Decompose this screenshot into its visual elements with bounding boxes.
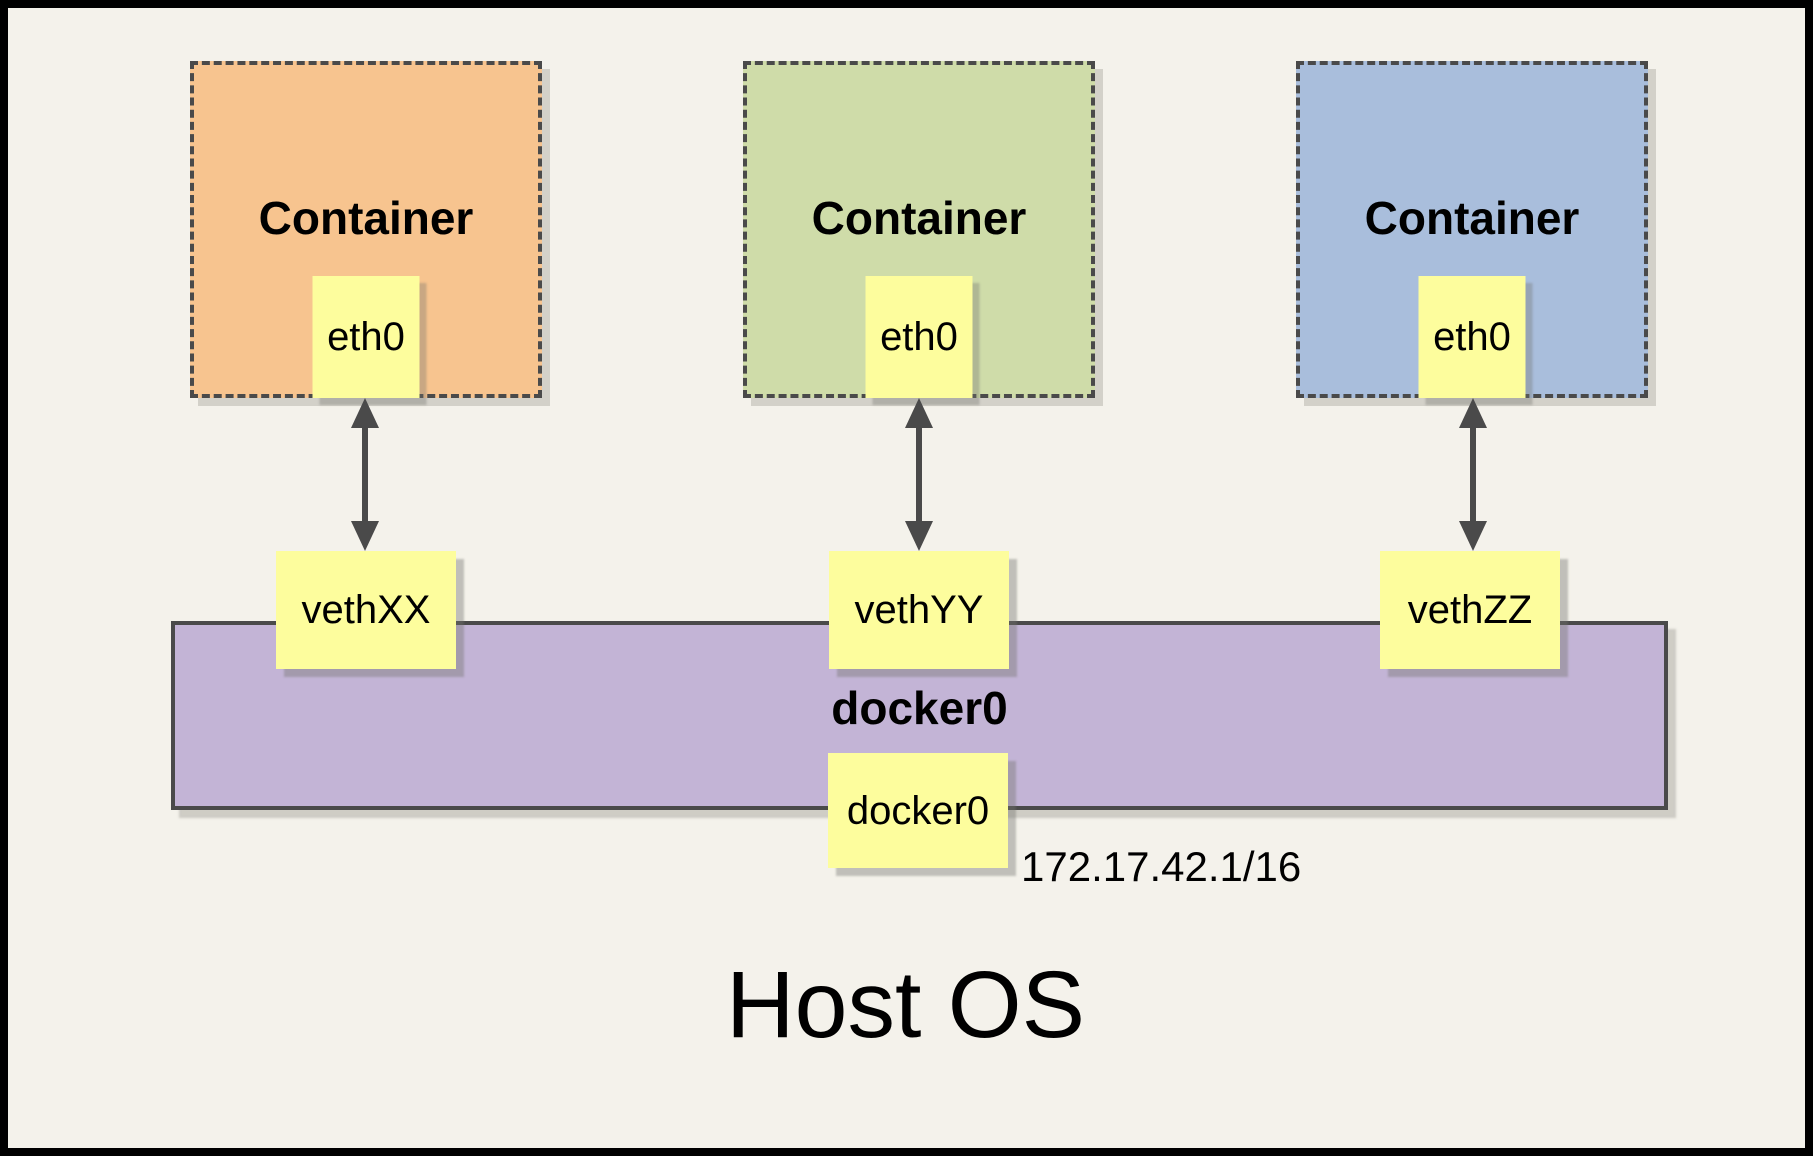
- container-box-3: Container eth0: [1296, 61, 1648, 398]
- container-box-1: Container eth0: [190, 61, 542, 398]
- container-1-eth0-label: eth0: [327, 315, 405, 359]
- docker0-interface-label: docker0: [846, 788, 990, 833]
- eth0-vethxx-arrow-icon: [351, 398, 379, 551]
- container-1-label: Container: [258, 192, 474, 244]
- vethzz-box: vethZZ: [1380, 551, 1560, 669]
- vethxx-label: vethXX: [301, 588, 431, 632]
- eth0-vethyy-arrow-icon: [905, 398, 933, 551]
- vethyy-box: vethYY: [829, 551, 1009, 669]
- vethzz-label: vethZZ: [1407, 588, 1533, 632]
- vethxx-box: vethXX: [276, 551, 456, 669]
- container-2-label: Container: [811, 192, 1027, 244]
- docker0-interface-box: docker0: [828, 753, 1008, 868]
- container-3-eth0-box: eth0: [1418, 276, 1526, 398]
- docker0-bridge-label: docker0: [831, 682, 1008, 734]
- container-2-eth0-box: eth0: [865, 276, 973, 398]
- docker0-ip-address: 172.17.42.1/16: [1021, 843, 1302, 890]
- eth0-vethzz-arrow-icon: [1459, 398, 1487, 551]
- container-2-eth0-label: eth0: [880, 315, 958, 359]
- host-os-title: Host OS: [726, 952, 1085, 1058]
- container-1-eth0-box: eth0: [312, 276, 420, 398]
- container-box-2: Container eth0: [743, 61, 1095, 398]
- container-3-label: Container: [1364, 192, 1580, 244]
- container-3-eth0-label: eth0: [1433, 315, 1511, 359]
- vethyy-label: vethYY: [854, 588, 984, 632]
